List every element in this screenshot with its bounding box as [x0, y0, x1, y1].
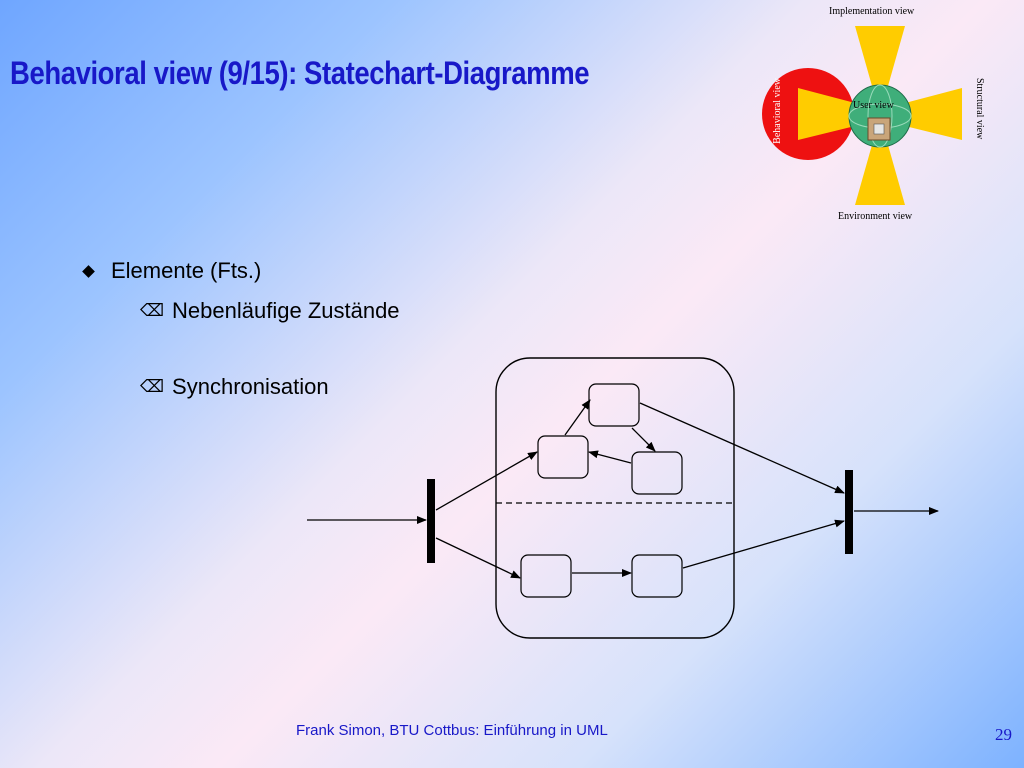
top-to-right-transition [631, 427, 656, 452]
implementation-ray[interactable] [855, 26, 905, 86]
page-number: 29 [995, 725, 1012, 744]
sub-item-synchronisation: ⌫ Synchronisation [140, 374, 329, 400]
fork-bar [427, 479, 435, 563]
fork-to-left-state [435, 451, 538, 511]
environment-ray[interactable] [855, 145, 905, 205]
left-to-top-transition [564, 399, 591, 436]
composite-state [495, 357, 735, 639]
environment-view-label[interactable]: Environment view [838, 211, 913, 222]
state-bottom-left [520, 554, 572, 598]
implementation-view-label[interactable]: Implementation view [829, 6, 915, 17]
sub-bullet-icon: ⌫ [140, 301, 165, 321]
structural-ray[interactable] [905, 88, 962, 140]
state-bottom-right [631, 554, 683, 598]
slide-title: Behavioral view (9/15): Statechart-Diagr… [10, 55, 590, 91]
sub-item-nebenlaeufig: ⌫ Nebenläufige Zustände [140, 298, 400, 324]
state-top [588, 383, 640, 427]
sub-bullet-icon: ⌫ [140, 377, 165, 397]
structural-view-label[interactable]: Structural view [974, 78, 985, 140]
user-view-label[interactable]: User view [853, 100, 894, 111]
behavioral-ray[interactable] [798, 88, 855, 140]
sub-item-text: Synchronisation [172, 374, 329, 399]
bottom-right-to-join-transition [682, 519, 845, 569]
bullet-elemente: Elemente (Fts.) [82, 258, 262, 284]
fork-to-bottom-left-state [435, 537, 521, 579]
top-to-join-transition [639, 402, 845, 494]
state-left [537, 435, 589, 479]
state-right [631, 451, 683, 495]
right-to-left-transition [588, 450, 632, 464]
footer-text: Frank Simon, BTU Cottbus: Einführung in … [296, 722, 608, 739]
bullet-text: Elemente (Fts.) [111, 258, 262, 283]
join-bar [845, 470, 853, 554]
sub-item-text: Nebenläufige Zustände [172, 298, 400, 323]
